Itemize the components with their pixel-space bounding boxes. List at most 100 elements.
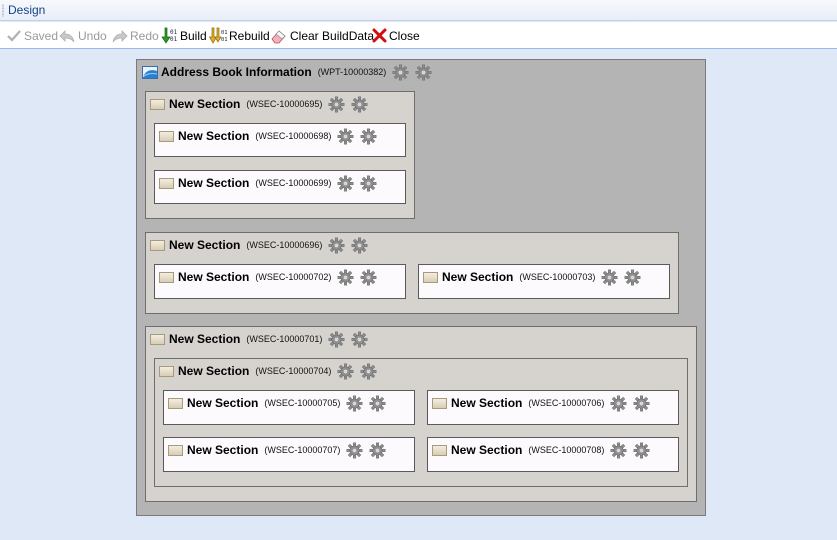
page-code: (WPT-10000382) [317,67,387,77]
section-header: New Section (WSEC-10000707) [168,441,392,459]
section-10000702[interactable]: New Section (WSEC-10000702) [154,264,406,299]
edit-gear-icon[interactable] [351,96,368,113]
settings-gear-icon[interactable] [346,395,363,412]
edit-gear-icon[interactable] [633,442,650,459]
section-header: New Section (WSEC-10000695) [150,95,374,113]
svg-text:01: 01 [170,29,178,36]
section-icon [423,271,438,283]
section-10000707[interactable]: New Section (WSEC-10000707) [163,437,415,472]
build-label: Build [180,28,207,43]
settings-gear-icon[interactable] [610,395,627,412]
section-code: (WSEC-10000699) [255,178,332,188]
section-icon [159,271,174,283]
clear-builddata-label: Clear BuildData [290,28,375,43]
section-header: New Section (WSEC-10000708) [432,441,656,459]
section-icon [150,239,165,251]
settings-gear-icon[interactable] [337,175,354,192]
rebuild-button[interactable]: 01 01 Rebuild [209,22,270,49]
section-10000705[interactable]: New Section (WSEC-10000705) [163,390,415,425]
page-header: Address Book Information (WPT-10000382) [142,63,438,81]
section-icon [159,177,174,189]
settings-gear-icon[interactable] [610,442,627,459]
section-code: (WSEC-10000703) [519,272,596,282]
settings-gear-icon[interactable] [392,64,409,81]
section-icon [150,98,165,110]
saved-button[interactable]: Saved [6,22,58,49]
section-header: New Section (WSEC-10000702) [159,268,383,286]
section-code: (WSEC-10000707) [264,445,341,455]
section-title: New Section [178,270,250,284]
rebuild-label: Rebuild [229,28,270,43]
section-icon [168,397,183,409]
section-title: New Section [442,270,514,284]
section-code: (WSEC-10000698) [255,131,332,141]
edit-gear-icon[interactable] [351,331,368,348]
settings-gear-icon[interactable] [601,269,618,286]
edit-gear-icon[interactable] [351,237,368,254]
section-icon [168,444,183,456]
build-button[interactable]: 01 01 Build [160,22,207,49]
edit-gear-icon[interactable] [369,395,386,412]
edit-gear-icon[interactable] [360,363,377,380]
close-icon [372,28,387,43]
section-icon [159,365,174,377]
undo-button[interactable]: Undo [59,22,107,49]
svg-text:01: 01 [221,30,227,36]
close-button[interactable]: Close [372,22,420,49]
clear-builddata-button[interactable]: Clear BuildData [270,22,374,49]
settings-gear-icon[interactable] [346,442,363,459]
section-header: New Section (WSEC-10000696) [150,236,374,254]
section-icon [432,397,447,409]
tab-design[interactable]: Design [8,3,46,17]
edit-gear-icon[interactable] [360,269,377,286]
svg-text:01: 01 [170,36,178,43]
saved-label: Saved [24,28,59,43]
close-label: Close [389,28,420,43]
settings-gear-icon[interactable] [328,237,345,254]
section-icon [159,130,174,142]
section-10000699[interactable]: New Section (WSEC-10000699) [154,170,406,204]
section-code: (WSEC-10000708) [528,445,605,455]
edit-gear-icon[interactable] [624,269,641,286]
section-code: (WSEC-10000701) [246,334,323,344]
section-title: New Section [451,443,523,457]
edit-gear-icon[interactable] [360,128,377,145]
section-10000708[interactable]: New Section (WSEC-10000708) [427,437,679,472]
edit-gear-icon[interactable] [360,175,377,192]
edit-gear-icon[interactable] [369,442,386,459]
settings-gear-icon[interactable] [328,96,345,113]
section-title: New Section [169,332,241,346]
eraser-icon [271,29,286,43]
section-10000698[interactable]: New Section (WSEC-10000698) [154,123,406,157]
section-header: New Section (WSEC-10000704) [159,362,383,380]
section-icon [150,333,165,345]
section-header: New Section (WSEC-10000701) [150,330,374,348]
page-title: Address Book Information [161,65,312,79]
section-10000706[interactable]: New Section (WSEC-10000706) [427,390,679,425]
section-title: New Section [178,129,250,143]
section-title: New Section [187,396,259,410]
settings-gear-icon[interactable] [337,363,354,380]
settings-gear-icon[interactable] [337,128,354,145]
section-code: (WSEC-10000702) [255,272,332,282]
edit-gear-icon[interactable] [415,64,432,81]
section-title: New Section [451,396,523,410]
section-title: New Section [169,238,241,252]
edit-gear-icon[interactable] [633,395,650,412]
redo-label: Redo [130,28,159,43]
section-code: (WSEC-10000696) [246,240,323,250]
section-code: (WSEC-10000695) [246,99,323,109]
section-header: New Section (WSEC-10000705) [168,394,392,412]
build-icon: 01 01 [161,27,178,44]
rebuild-icon: 01 01 [209,27,227,44]
redo-button[interactable]: Redo [111,22,159,49]
redo-arrow-icon [112,29,128,42]
section-title: New Section [178,176,250,190]
tab-grip-handle [2,4,4,17]
settings-gear-icon[interactable] [337,269,354,286]
section-10000703[interactable]: New Section (WSEC-10000703) [418,264,670,299]
section-title: New Section [187,443,259,457]
settings-gear-icon[interactable] [328,331,345,348]
section-title: New Section [169,97,241,111]
section-code: (WSEC-10000706) [528,398,605,408]
